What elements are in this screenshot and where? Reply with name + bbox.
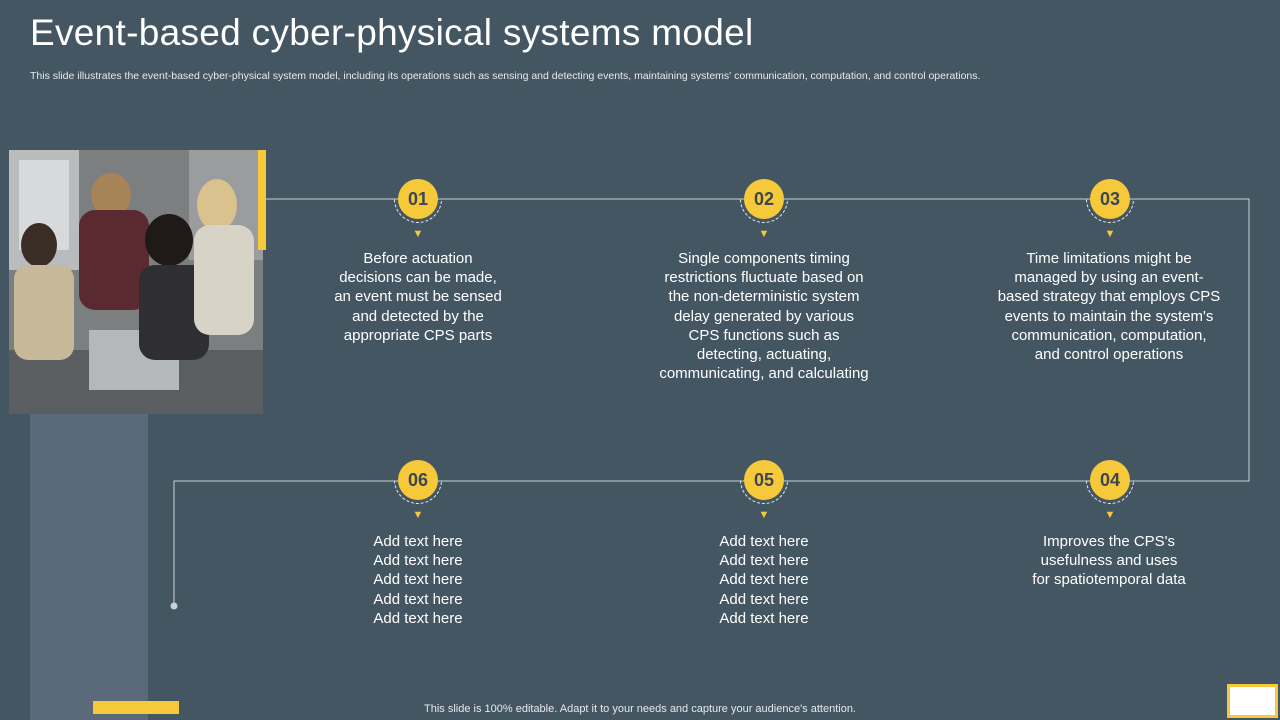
- step-badge-06: 06: [398, 460, 438, 500]
- chevron-down-icon: ▼: [1104, 228, 1116, 240]
- photo-accent-bar: [258, 150, 266, 250]
- footer-note: This slide is 100% editable. Adapt it to…: [424, 703, 856, 715]
- page-subtitle: This slide illustrates the event-based c…: [30, 70, 981, 82]
- chevron-down-icon: ▼: [412, 228, 424, 240]
- step-badge-01: 01: [398, 179, 438, 219]
- left-decor-bar: [30, 400, 148, 720]
- corner-logo-box: [1227, 684, 1278, 718]
- step-badge-03: 03: [1090, 179, 1130, 219]
- chevron-down-icon: ▼: [758, 509, 770, 521]
- chevron-down-icon: ▼: [412, 509, 424, 521]
- chevron-down-icon: ▼: [1104, 509, 1116, 521]
- team-photo: [9, 150, 263, 414]
- page-title: Event-based cyber-physical systems model: [30, 12, 754, 53]
- step-badge-02: 02: [744, 179, 784, 219]
- chevron-down-icon: ▼: [758, 228, 770, 240]
- footer-accent-bar: [93, 701, 179, 714]
- step-badge-05: 05: [744, 460, 784, 500]
- step-badge-04: 04: [1090, 460, 1130, 500]
